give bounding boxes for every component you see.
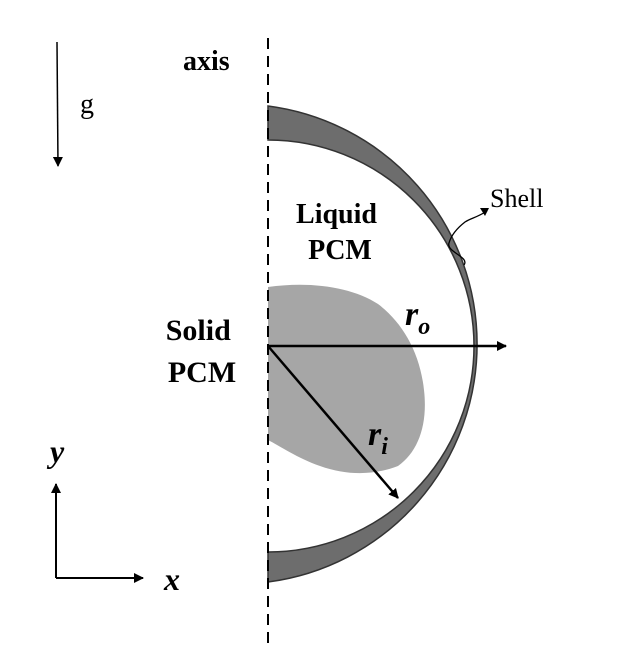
solid-pcm-region [268,284,425,474]
inner-radius-symbol: r [368,416,382,453]
solid-pcm-label: Solid PCM [166,314,239,389]
inner-radius-subscript: i [381,434,388,460]
solid-pcm-label-line2: PCM [168,356,236,389]
axis-label: axis [183,46,230,77]
x-coordinate-label: x [163,561,180,597]
shell-leader-arrow [448,210,488,266]
outer-radius-subscript: o [418,314,430,340]
outer-radius-symbol: r [405,296,419,333]
solid-pcm-label-line1: Solid [166,314,231,347]
inner-radius-arrow [267,345,399,499]
inner-radius-label: ri [368,416,388,460]
y-coordinate-label: y [46,433,65,469]
shell-label: Shell [490,184,543,213]
liquid-pcm-label-line1: Liquid [296,199,377,230]
outer-radius-label: ro [405,296,430,340]
liquid-pcm-label: Liquid PCM [296,199,384,266]
shell-leader-arrowhead [480,208,489,216]
gravity-label: g [80,89,94,120]
liquid-pcm-label-line2: PCM [308,235,372,266]
gravity-arrow [52,41,63,167]
